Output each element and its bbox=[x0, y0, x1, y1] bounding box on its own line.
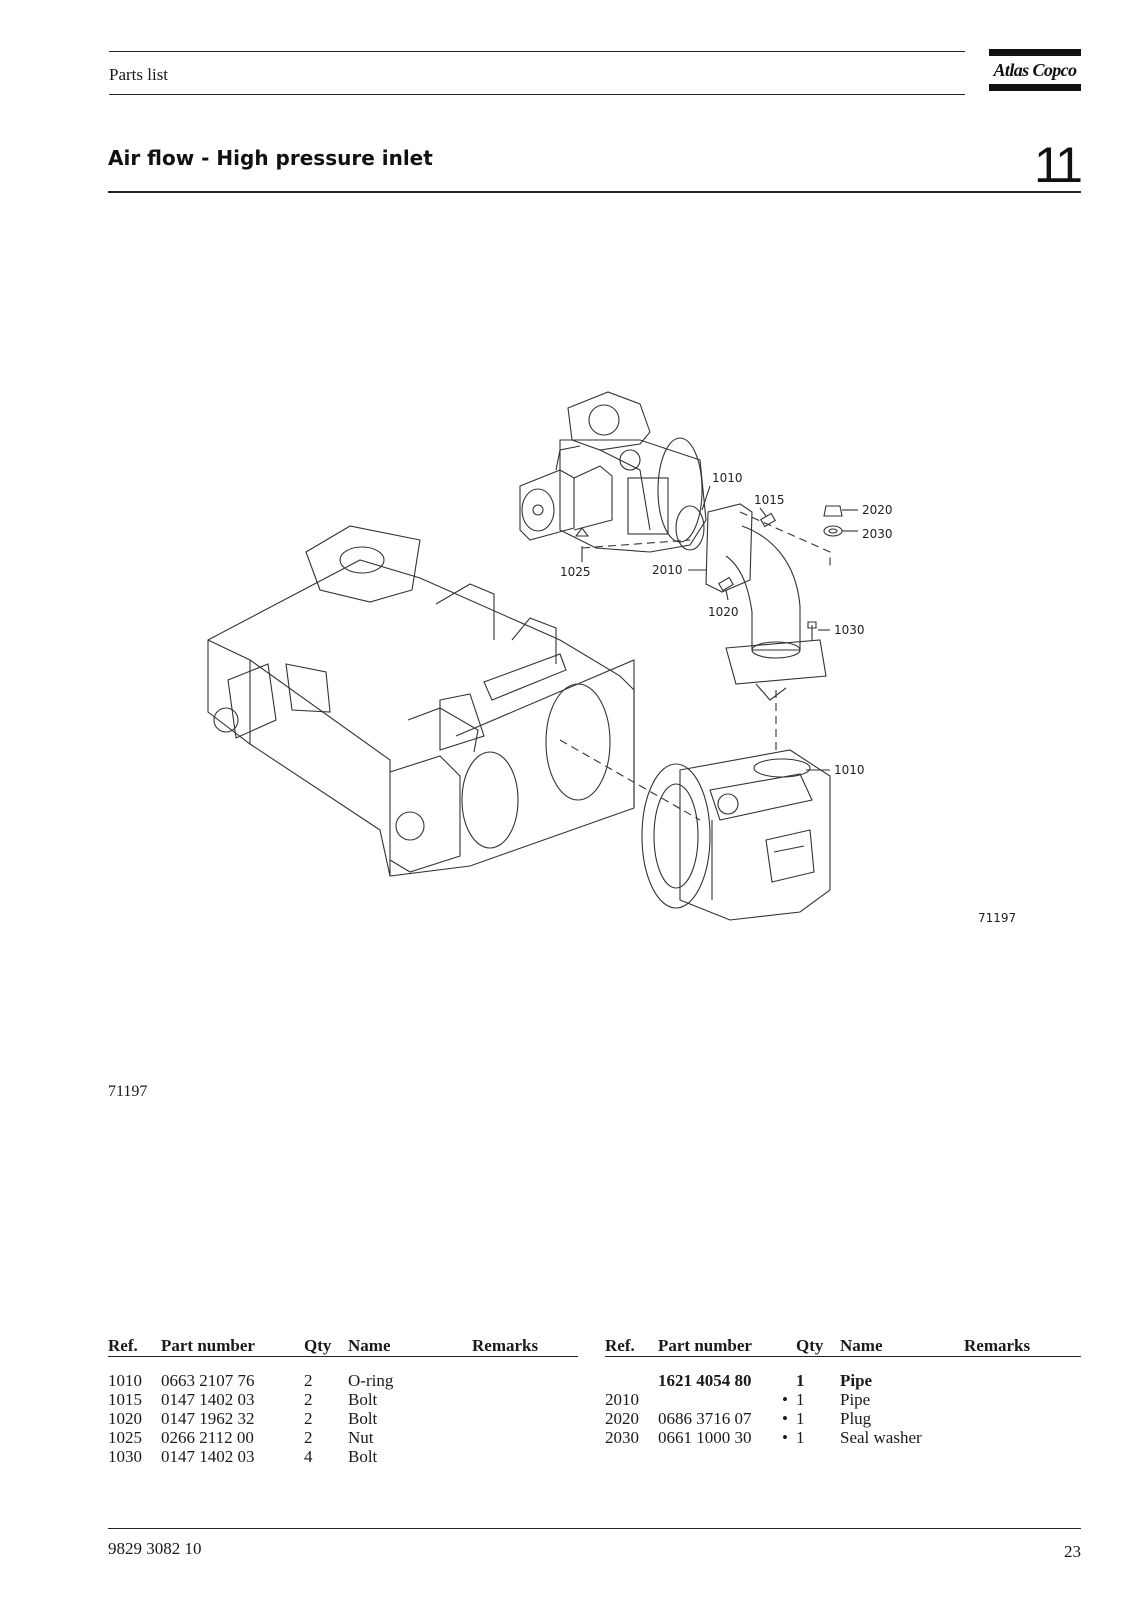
col-qty: Qty bbox=[796, 1336, 824, 1355]
callout-1010-bottom: 1010 bbox=[834, 763, 865, 777]
callout-1025: 1025 bbox=[560, 565, 591, 579]
figure-code-inside: 71197 bbox=[978, 911, 1016, 925]
col-remarks: Remarks bbox=[964, 1336, 1031, 1355]
callout-leaders bbox=[581, 485, 858, 771]
col-part-number: Part number bbox=[658, 1336, 752, 1355]
callout-1015: 1015 bbox=[754, 493, 785, 507]
header-top-rule bbox=[109, 51, 965, 52]
parts-table-right: Ref. Part number Qty Name Remarks 1621 4… bbox=[605, 1334, 1081, 1447]
col-remarks: Remarks bbox=[472, 1336, 539, 1355]
callout-1030: 1030 bbox=[834, 623, 865, 637]
callout-1010-top: 1010 bbox=[712, 471, 743, 485]
header-label: Parts list bbox=[109, 65, 169, 84]
header-bottom-rule bbox=[109, 94, 965, 95]
col-part-number: Part number bbox=[161, 1336, 255, 1355]
section-number: 11 bbox=[1034, 137, 1083, 193]
col-qty: Qty bbox=[304, 1336, 332, 1355]
col-dot bbox=[766, 1334, 796, 1357]
callout-1020: 1020 bbox=[708, 605, 739, 619]
table-header-row: Ref. Part number Qty Name Remarks bbox=[108, 1334, 578, 1357]
exploded-view-drawing: 1010 1015 2020 2030 1025 2010 1020 1030 … bbox=[207, 391, 1016, 925]
col-ref: Ref. bbox=[605, 1336, 635, 1355]
gearbox-housing-drawing bbox=[207, 525, 635, 877]
col-name: Name bbox=[348, 1336, 391, 1355]
col-name: Name bbox=[840, 1336, 883, 1355]
callout-2030: 2030 bbox=[862, 527, 893, 541]
assembly-dashed-lines bbox=[559, 511, 831, 821]
table-header-row: Ref. Part number Qty Name Remarks bbox=[605, 1334, 1081, 1357]
callout-2010: 2010 bbox=[652, 563, 683, 577]
inlet-housing-drawing bbox=[641, 749, 831, 921]
page-title: Air flow - High pressure inlet bbox=[108, 146, 433, 170]
page-number: 23 bbox=[1064, 1542, 1081, 1561]
inlet-pipe-drawing bbox=[574, 503, 843, 701]
title-rule bbox=[108, 191, 1081, 193]
compressor-element-drawing bbox=[519, 391, 707, 553]
callout-2020: 2020 bbox=[862, 503, 893, 517]
figure-reference: 71197 bbox=[108, 1083, 148, 1100]
doc-number: 9829 3082 10 bbox=[108, 1539, 202, 1558]
footer-rule bbox=[108, 1528, 1081, 1529]
atlas-copco-logo: Atlas Copco bbox=[989, 49, 1081, 95]
col-ref: Ref. bbox=[108, 1336, 138, 1355]
